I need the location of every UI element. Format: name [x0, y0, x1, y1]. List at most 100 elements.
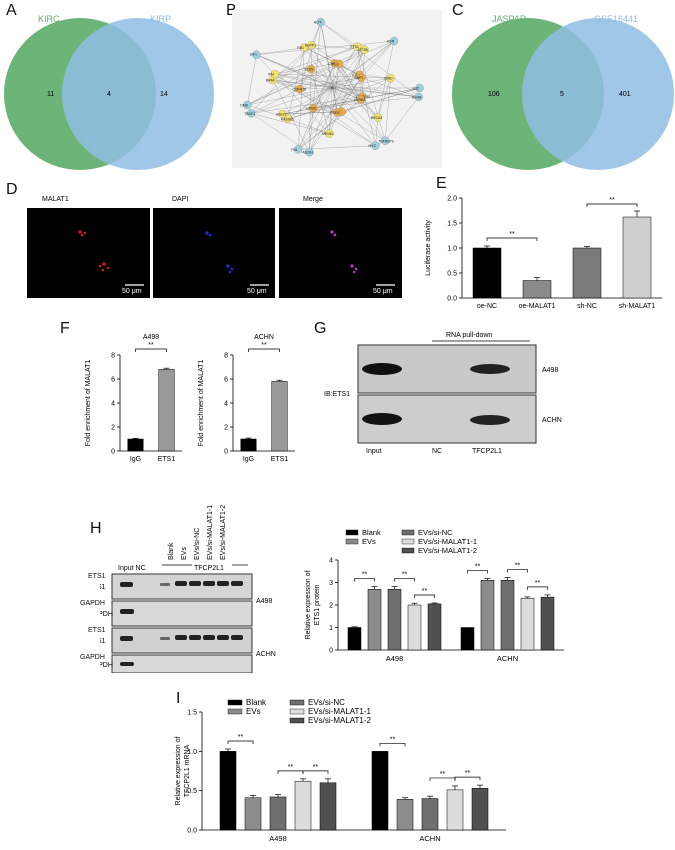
network-edge — [247, 63, 340, 106]
bar — [371, 751, 389, 831]
legend-label: EVs/si-NC — [418, 528, 453, 537]
panel-label-g: G — [314, 320, 327, 337]
blot-h-lane-labels: Blank EVs EVs/si-NC EVs/si-MALAT1-1 EVs/… — [168, 505, 227, 560]
y-tick-label: 4 — [111, 401, 115, 408]
network-edge — [250, 44, 312, 114]
venn-label-jaspar: JASPAR — [492, 14, 527, 24]
network-node — [414, 92, 423, 102]
panel-label-d: D — [6, 181, 18, 198]
network-node-label: HLTF — [314, 21, 322, 25]
network-edge — [256, 54, 330, 134]
y-tick-label: 0.5 — [187, 788, 197, 795]
blot-h-row-gapdh-a498 — [111, 600, 253, 627]
bar — [387, 589, 402, 651]
network-edge — [282, 87, 333, 115]
network-node-label: ATF3B — [357, 48, 368, 52]
network-node-label: GSHB — [412, 95, 422, 99]
pulldown-header: RNA pull-down — [446, 332, 492, 339]
blot-h-label-a498: A498 — [256, 598, 272, 605]
network-edge — [272, 79, 300, 90]
legend-label: EVs/si-NC — [308, 698, 345, 707]
significance-bracket — [454, 776, 481, 781]
legend-swatch — [401, 547, 415, 554]
network-edge — [385, 96, 419, 141]
blot-h-row-gapdh-achn — [111, 654, 253, 673]
network-edge — [274, 73, 391, 79]
significance-bracket — [394, 578, 415, 582]
legend-label: EVs/si-MALAT1-2 — [308, 716, 372, 725]
network-edge — [304, 47, 379, 118]
significance-bracket — [486, 237, 538, 241]
venn-count-left: 11 — [47, 91, 54, 98]
blot-h-row-label-gapdh-a498: GAPDH — [100, 611, 113, 618]
panel-label-e: E — [436, 175, 447, 192]
blot-h-bands — [120, 581, 243, 666]
blot-h-row-label-1: ETS1 — [88, 573, 106, 580]
network-edge — [299, 77, 362, 90]
band-achn-tfcp2l1 — [470, 415, 510, 425]
significance-label: ** — [390, 736, 396, 743]
y-axis-label: Luciferase activity — [425, 220, 432, 276]
network-edge — [282, 87, 420, 115]
network-edge — [251, 87, 333, 114]
y-tick-label: 2 — [111, 425, 115, 432]
network-edge — [287, 40, 395, 119]
network-edge — [309, 22, 321, 153]
y-tick-label: 2.0 — [447, 196, 457, 203]
venn-label-kirc: KIRC — [38, 14, 60, 24]
network-edge — [331, 77, 362, 89]
bar — [271, 381, 288, 452]
microscopy-title-malat1: MALAT1 — [42, 196, 69, 203]
lane-label-tfcp2l1: TFCP2L1 — [194, 565, 224, 572]
y-tick-label: 4 — [329, 558, 333, 565]
network-node-label: CYP4A1 — [328, 62, 341, 66]
network-edge — [320, 21, 358, 47]
network-node — [307, 64, 316, 74]
bar — [572, 247, 602, 299]
legend-swatch — [401, 529, 415, 536]
network-edge — [298, 87, 333, 150]
network-node-label: UBE2T — [276, 113, 287, 117]
group-label: ACHN — [497, 654, 518, 663]
bar — [427, 603, 442, 651]
network-node — [333, 108, 342, 117]
bar — [319, 782, 337, 831]
network-edge — [272, 79, 419, 98]
network-edge — [274, 74, 376, 146]
western-blot-h: Blank EVs EVs/si-NC EVs/si-MALAT1-1 EVs/… — [100, 505, 276, 673]
y-axis-label: Fold enrichment of MALAT1 — [85, 360, 92, 447]
chart-title: ACHN — [254, 334, 274, 341]
network-node — [381, 136, 390, 145]
significance-bracket — [467, 570, 488, 574]
legend-label: EVs/si-MALAT1-1 — [418, 537, 477, 546]
blot-h-label-achn: ACHN — [256, 651, 276, 658]
network-node-label: BRAF — [266, 79, 275, 83]
network-edge — [274, 73, 333, 89]
bar — [367, 589, 382, 651]
significance-bracket — [429, 777, 456, 781]
network-node-label: RB1 — [297, 46, 304, 50]
image-dapi — [153, 208, 275, 298]
venn-label-kirp: KIRP — [150, 14, 171, 24]
network-edge — [311, 68, 330, 134]
significance-label: ** — [288, 764, 294, 771]
network-node-label: BRCA2 — [371, 116, 382, 120]
network-edge — [337, 112, 386, 141]
network-edge — [331, 46, 358, 89]
network-edge — [299, 21, 321, 90]
chart-i-tfcp2l1-mrna: 0.00.51.01.5A498******ACHN******Relative… — [175, 698, 506, 843]
y-tick-label: 8 — [224, 353, 228, 360]
significance-label: ** — [238, 734, 244, 741]
network-edge — [247, 54, 257, 105]
blot-h-row-label-2: GAPDH — [80, 600, 105, 607]
network-node-label: DMD — [240, 103, 248, 107]
y-tick-label: 1.5 — [447, 221, 457, 228]
scale-text-malat1: 50 μm — [122, 288, 142, 295]
significance-bracket — [414, 594, 435, 598]
network-node-label: SGPP1 — [305, 44, 316, 48]
network-edge — [299, 87, 333, 90]
network-node — [278, 109, 287, 119]
network-node — [283, 114, 292, 123]
network-node — [371, 141, 380, 150]
bar — [244, 797, 262, 831]
